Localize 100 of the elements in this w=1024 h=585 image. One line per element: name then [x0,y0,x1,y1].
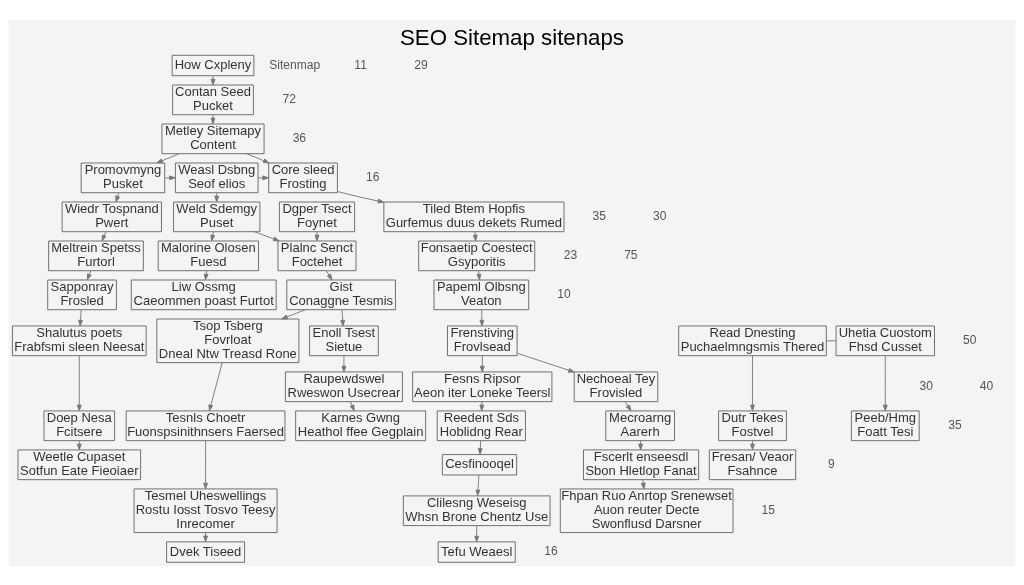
node-box: Meltrein Spetss Furtorl [48,240,144,271]
node-box: Karnes Gwng Heathol ffee Gegplain [295,409,427,441]
node-box: Frenstiving Frovlsead [447,325,518,356]
node-box: Mecroarng Aarerh [605,409,675,441]
node-box: Doep Nesa Fcitsere [43,409,116,441]
label: 36 [292,130,307,145]
node-box: Fscerlt enseesdl Sbon Hletlop Fanat [583,448,700,480]
node-box: Contan Seed Pucket [172,84,254,115]
label: 35 [948,417,962,432]
node-box: Plalnc Senct Foctehet [277,240,357,271]
node-box: Fesns Ripsor Aeon iter Loneke Teersl [412,370,553,402]
label: 16 [544,543,558,558]
arrow [210,75,216,85]
label: 16 [366,169,380,184]
label: 75 [624,247,638,262]
arrow [314,231,320,241]
arrow [750,354,755,411]
node-box: Clilesng Weseisg Whsn Brone Chentz Use [402,494,551,526]
arrow [337,190,385,203]
node-box: Papeml Olbsng Veaton [433,279,530,310]
arrow [640,478,646,489]
arrow [203,270,209,280]
node-box: Gist Conaggne Tesmis [286,279,396,310]
label: 15 [761,502,775,517]
label: 72 [282,91,296,106]
node-box: Liw Ossmg Caeommen poast Furtot [130,279,277,310]
arrow [164,174,176,180]
arrow [341,354,347,372]
node-box: Weetle Cupaset Sotfun Eate Fieoiaer [17,448,142,480]
node-box: Tesmel Uheswellings Rostu Iosst Tosvo Teesy Inrecomer [133,487,278,533]
node-box: Sapponray Frosled [47,279,117,310]
node-box: Fresan/ Veaor Fsahnce [708,448,797,480]
node-box: Dutr Tekes Fostvel [718,409,787,441]
label: 11 [354,57,367,72]
node-box: Wiedr Tospnand Pwert [61,201,162,232]
arrow [516,352,575,373]
node-box: Promovmyng Pusket [80,162,166,193]
arrow [479,401,485,411]
arrow [86,270,92,280]
arrow [474,524,480,542]
node-box: Peeb/Hmg Foatt Tesi [850,409,920,441]
node-box: Tesnls Choetr Fuonspsinithnsers Faersed [125,409,286,441]
arrow [210,231,216,241]
arrow [203,439,208,489]
arrow [624,401,632,411]
arrow [477,440,483,455]
label: Sitenmap [269,57,321,72]
node-box: Tiled Btem Hopfis Gurfemus duus dekets Rumed [383,201,565,232]
node-box: Tsop Tsberg Fovrloat Dneal Ntw Treasd Rone [156,318,300,363]
node-box: Enoll Tsest Sietue [309,325,379,356]
node-box: Tefu Weaesl [437,540,516,563]
node-box: Weld Sdemgy Puset [173,201,261,232]
connector [825,339,837,341]
arrow [208,361,223,411]
node-box: Cesfinooqel [441,453,518,475]
label: 9 [828,456,835,471]
label: 30 [652,208,667,223]
node-box: Fhpan Ruo Anrtop Srenewset Auon reuter Decte Swonflusd Darsner [559,487,734,533]
label: 30 [919,378,933,393]
arrow [76,354,82,411]
arrow [325,270,333,280]
node-box: Weasl Dsbng Seof elios [174,162,259,193]
label: 50 [963,332,977,347]
node-box: Fonsaetip Coestect Gsyporitis [418,240,536,271]
node-box: Raupewdswel Rweswon Usecrear [284,370,403,402]
label: 29 [414,57,428,72]
arrow [101,231,107,241]
arrow [210,114,216,124]
node-box: Shalutus poets Frabfsmi sleen Neesat [11,325,147,356]
diagram-title: SEO Sitemap sitenaps [399,24,625,50]
arrow [476,270,482,280]
node-box: Dvek Tiseed [166,540,246,563]
node-box: How Cxpleny [171,54,255,76]
arrow [479,354,485,372]
node-box: Malorine Olosen Fuesd [157,240,259,271]
node-box: Metley Sitemapy Content [161,123,265,154]
arrow [882,354,888,411]
node-box: Reedent Sds Hoblidng Rear [436,409,526,441]
node-box: Dgper Tsect Foynet [278,201,356,232]
node-box: Read Dnesting Puchaelmngsmis Thered [678,325,827,356]
arrow [115,192,120,202]
arrow [475,474,481,496]
label: 40 [979,378,994,393]
arrow [253,230,280,241]
label: 10 [557,286,571,301]
arrow [156,152,180,163]
arrow [281,308,306,319]
label: 23 [563,247,578,262]
node-box: Uhetia Cuostom Fhsd Cusset [835,325,935,356]
arrow [349,401,355,411]
arrow [472,231,478,241]
arrow [340,308,346,326]
node-box: Core sleed Frosting [268,162,338,193]
arrow [246,152,270,163]
arrow [78,308,83,326]
arrow [257,174,269,180]
label: 35 [592,208,606,223]
node-box: Nechoeal Tey Frovisled [573,370,659,402]
arrow [214,192,220,202]
arrow [479,308,485,326]
